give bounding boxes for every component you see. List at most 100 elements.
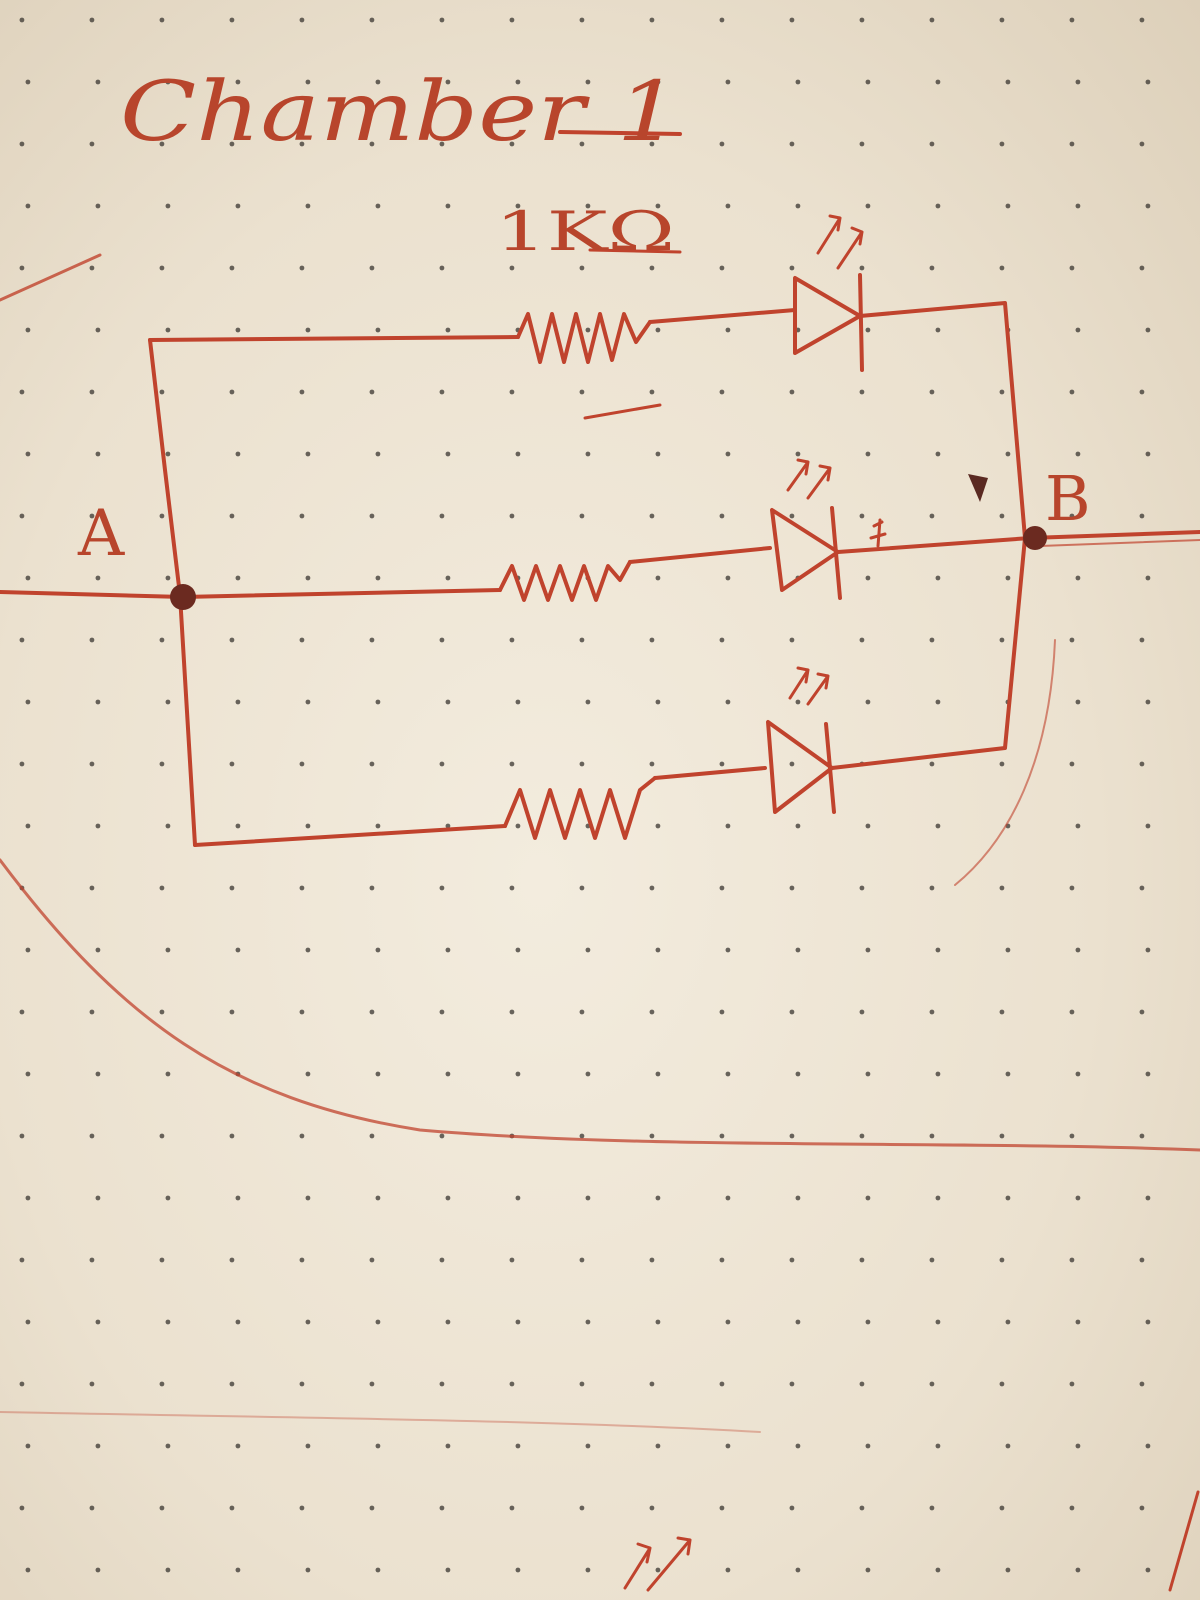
grid-dot [1075,1567,1081,1573]
grid-dot [1069,389,1075,395]
grid-dot [585,1443,591,1449]
grid-dot [439,1009,445,1015]
grid-dot [725,947,731,953]
grid-dot [1139,17,1145,23]
grid-dot [95,79,101,85]
grid-dot [789,1133,795,1139]
grid-dot [509,1257,515,1263]
grid-dot [1075,1071,1081,1077]
grid-dot [299,1009,305,1015]
grid-dot [95,1071,101,1077]
grid-dot [509,1505,515,1511]
grid-dot [89,513,95,519]
grid-dot [95,699,101,705]
grid-dot [1075,1443,1081,1449]
grid-dot [305,451,311,457]
grid-dot [515,947,521,953]
grid-dot [999,1257,1005,1263]
grid-dot [305,575,311,581]
grid-dot [1145,203,1151,209]
grid-dot [1139,1133,1145,1139]
grid-dot [439,1257,445,1263]
grid-dot [89,637,95,643]
grid-dot [515,1443,521,1449]
grid-dot [445,947,451,953]
grid-dot [375,1567,381,1573]
grid-dot [95,203,101,209]
grid-dot [509,1009,515,1015]
grid-dot [165,699,171,705]
grid-dot [299,637,305,643]
grid-dot [655,451,661,457]
grid-dot [375,575,381,581]
grid-dot [229,1381,235,1387]
grid-dot [1069,17,1075,23]
grid-dot [19,1257,25,1263]
grid-dot [1145,1567,1151,1573]
resistor-value-label: 1KΩ [495,200,675,263]
grid-dot [25,451,31,457]
grid-dot [89,265,95,271]
grid-dot [1145,575,1151,581]
grid-dot [369,513,375,519]
grid-dot [1069,637,1075,643]
node-a-junction [170,584,196,610]
grid-dot [865,1319,871,1325]
grid-dot [515,451,521,457]
grid-dot [579,885,585,891]
grid-dot [445,1071,451,1077]
grid-dot [929,761,935,767]
grid-dot [439,1381,445,1387]
grid-dot [579,513,585,519]
grid-dot [25,823,31,829]
grid-dot [375,1443,381,1449]
grid-dot [229,389,235,395]
grid-dot [865,823,871,829]
grid-dot [165,1071,171,1077]
grid-dot [795,947,801,953]
grid-dot [929,1257,935,1263]
grid-dot [859,885,865,891]
grid-dot [865,699,871,705]
grid-dot [795,1567,801,1573]
grid-dot [375,79,381,85]
grid-dot [95,327,101,333]
grid-dot [655,947,661,953]
grid-dot [579,761,585,767]
grid-dot [1139,389,1145,395]
grid-dot [725,823,731,829]
grid-dot [375,699,381,705]
grid-dot [159,17,165,23]
grid-dot [375,451,381,457]
grid-dot [235,79,241,85]
grid-dot [719,637,725,643]
grid-dot [865,1195,871,1201]
grid-dot [1145,1071,1151,1077]
grid-dot [789,389,795,395]
grid-dot [95,947,101,953]
grid-dot [1069,141,1075,147]
grid-dot [1139,885,1145,891]
grid-dot [305,699,311,705]
grid-dot [929,265,935,271]
grid-dot [439,141,445,147]
grid-dot [719,389,725,395]
grid-dot [1145,79,1151,85]
grid-dot [25,79,31,85]
grid-dot [649,1009,655,1015]
grid-dot [305,1443,311,1449]
grid-dot [929,1009,935,1015]
grid-dot [165,1195,171,1201]
grid-dot [19,1505,25,1511]
grid-dot [1005,575,1011,581]
grid-dot [795,1319,801,1325]
grid-dot [789,637,795,643]
grid-dot [439,1133,445,1139]
grid-dot [789,1381,795,1387]
grid-dot [719,1133,725,1139]
grid-dot [929,389,935,395]
grid-dot [159,1381,165,1387]
bottom-branch-wire-mid [653,766,767,780]
grid-dot [445,823,451,829]
grid-dot [859,637,865,643]
